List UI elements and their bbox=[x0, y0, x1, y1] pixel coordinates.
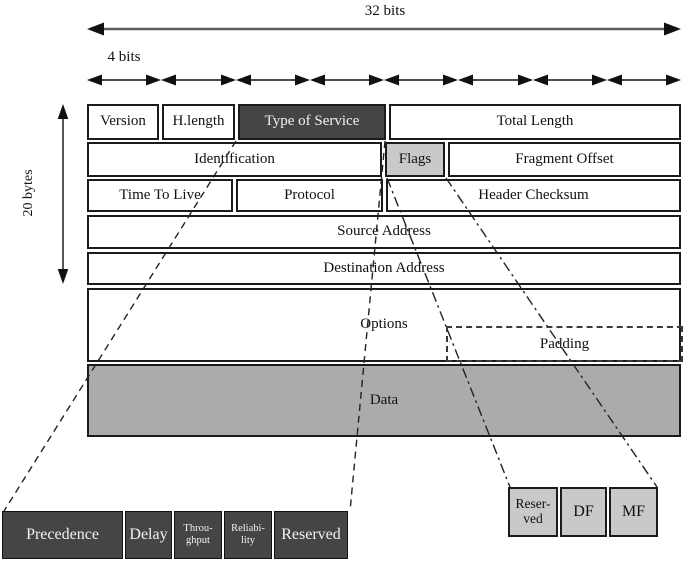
field-fragment-offset: Fragment Offset bbox=[448, 142, 681, 177]
field-padding: Padding bbox=[446, 326, 683, 362]
tos-throughput-line2: ghput bbox=[186, 535, 210, 546]
flags-df: DF bbox=[560, 487, 607, 537]
field-destination-address: Destination Address bbox=[87, 252, 681, 285]
field-type-of-service: Type of Service bbox=[238, 104, 386, 140]
flags-mf: MF bbox=[609, 487, 658, 537]
tos-precedence: Precedence bbox=[2, 511, 123, 559]
tos-throughput-line1: Throu- bbox=[183, 523, 213, 535]
field-version: Version bbox=[87, 104, 159, 140]
field-hlength: H.length bbox=[162, 104, 235, 140]
32-bits-label: 32 bits bbox=[364, 3, 406, 19]
flags-reserved: Reser- ved bbox=[508, 487, 558, 537]
tos-reserved: Reserved bbox=[274, 511, 348, 559]
field-source-address: Source Address bbox=[87, 215, 681, 249]
field-time-to-live: Time To Live bbox=[87, 179, 233, 212]
header-row-2: Identification Flags Fragment Offset bbox=[87, 142, 681, 177]
field-protocol: Protocol bbox=[236, 179, 383, 212]
tos-delay: Delay bbox=[125, 511, 172, 559]
field-total-length: Total Length bbox=[389, 104, 681, 140]
tos-breakdown-group: Precedence Delay Throu- ghput Reliabi- l… bbox=[2, 511, 348, 559]
header-row-5: Destination Address bbox=[87, 252, 681, 285]
tos-reliability-line2: lity bbox=[240, 535, 255, 546]
32-bits-arrow bbox=[87, 22, 681, 36]
field-flags: Flags bbox=[385, 142, 445, 177]
header-row-7: Data bbox=[87, 364, 681, 437]
4-bit-segment-arrows bbox=[87, 74, 681, 86]
tos-throughput: Throu- ghput bbox=[174, 511, 222, 559]
tos-reliability-line1: Reliabi- bbox=[231, 523, 265, 535]
flags-breakdown-group: Reser- ved DF MF bbox=[508, 487, 658, 537]
header-row-1: Version H.length Type of Service Total L… bbox=[87, 104, 681, 140]
header-row-3: Time To Live Protocol Header Checksum bbox=[87, 179, 681, 212]
20-bytes-label: 20 bytes bbox=[21, 169, 36, 217]
20-bytes-arrow bbox=[57, 104, 69, 284]
header-row-4: Source Address bbox=[87, 215, 681, 249]
tos-reliability: Reliabi- lity bbox=[224, 511, 272, 559]
4-bits-label: 4 bits bbox=[107, 49, 141, 65]
flags-reserved-line2: ved bbox=[523, 511, 543, 526]
field-identification: Identification bbox=[87, 142, 382, 177]
field-data: Data bbox=[87, 364, 681, 437]
flags-reserved-line1: Reser- bbox=[515, 496, 551, 512]
field-header-checksum: Header Checksum bbox=[386, 179, 681, 212]
